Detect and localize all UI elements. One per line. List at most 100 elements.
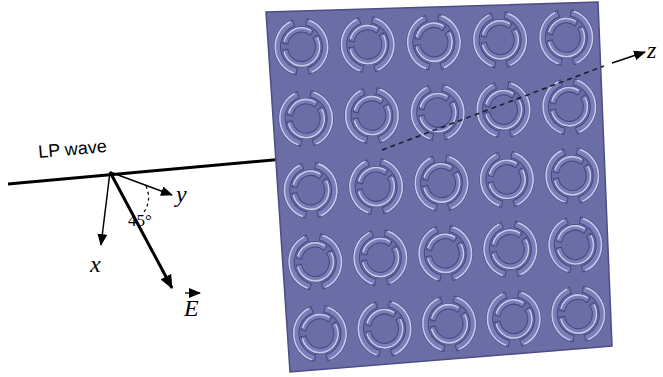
ring-highlight bbox=[482, 223, 503, 277]
ring-highlight bbox=[430, 303, 460, 318]
ring-cell bbox=[413, 154, 470, 212]
ring-cell bbox=[273, 18, 330, 76]
e-field-vector bbox=[110, 172, 172, 288]
split-ring bbox=[414, 22, 446, 40]
split-ring bbox=[559, 293, 591, 311]
ring-cell bbox=[417, 225, 474, 283]
ring-highlight bbox=[495, 298, 525, 313]
ring-highlight bbox=[348, 161, 369, 215]
ring-cell bbox=[282, 161, 339, 219]
split-ring bbox=[357, 166, 389, 184]
split-ring bbox=[282, 26, 314, 44]
ring-highlight bbox=[292, 170, 322, 185]
ring-cell bbox=[485, 290, 542, 348]
angle-label: 45° bbox=[128, 212, 152, 229]
ring-highlight bbox=[413, 157, 434, 211]
ring-highlight bbox=[423, 163, 453, 178]
split-ring bbox=[352, 95, 384, 113]
ring-highlight bbox=[356, 303, 377, 357]
ring-highlight bbox=[550, 288, 571, 342]
ring-highlight bbox=[553, 155, 583, 170]
ring-cell bbox=[287, 233, 344, 291]
ring-highlight bbox=[538, 12, 559, 66]
ring-highlight bbox=[472, 14, 493, 68]
split-ring bbox=[484, 89, 516, 107]
split-ring bbox=[426, 233, 458, 251]
ring-cell bbox=[478, 151, 535, 209]
split-ring bbox=[550, 86, 582, 104]
ring-highlight bbox=[366, 308, 396, 323]
axis-label: z bbox=[647, 38, 656, 62]
ring-highlight bbox=[426, 233, 456, 248]
ring-cell bbox=[482, 220, 539, 278]
split-ring bbox=[556, 224, 588, 242]
ring-highlight bbox=[417, 228, 438, 282]
ring-highlight bbox=[282, 164, 303, 218]
ring-highlight bbox=[481, 19, 511, 34]
ring-highlight bbox=[353, 95, 383, 110]
ring-highlight bbox=[301, 313, 331, 328]
axis-label: x bbox=[90, 252, 101, 276]
ring-highlight bbox=[479, 154, 500, 208]
ring-highlight bbox=[421, 298, 442, 352]
angle-arc bbox=[144, 186, 149, 212]
ring-cell bbox=[544, 147, 601, 205]
ring-highlight bbox=[357, 166, 387, 181]
ring-highlight bbox=[485, 293, 506, 347]
z-axis bbox=[612, 52, 645, 63]
split-ring bbox=[491, 229, 523, 247]
ring-highlight bbox=[544, 150, 565, 204]
ring-cell bbox=[421, 295, 478, 353]
ring-cell bbox=[547, 216, 604, 274]
ring-highlight bbox=[419, 92, 449, 107]
ring-highlight bbox=[292, 308, 313, 362]
ring-cell bbox=[405, 13, 462, 71]
split-ring bbox=[291, 170, 323, 188]
unit-cells bbox=[273, 9, 607, 363]
ring-cell bbox=[343, 87, 400, 145]
hidden-axis bbox=[382, 66, 604, 150]
ring-highlight bbox=[488, 159, 518, 174]
ring-cell bbox=[541, 78, 598, 136]
ring-highlight bbox=[273, 21, 294, 75]
split-ring bbox=[296, 241, 328, 259]
ring-cell bbox=[348, 158, 405, 216]
ring-highlight bbox=[352, 232, 373, 286]
split-ring bbox=[547, 17, 579, 35]
ring-highlight bbox=[547, 219, 568, 273]
ring-cell bbox=[291, 305, 348, 363]
ring-highlight bbox=[283, 26, 313, 41]
ring-highlight bbox=[556, 224, 586, 239]
split-ring bbox=[494, 298, 526, 316]
split-ring bbox=[365, 308, 397, 326]
ring-cell bbox=[472, 11, 529, 69]
split-ring bbox=[348, 24, 380, 42]
ring-highlight bbox=[278, 93, 299, 147]
axis-label: y bbox=[176, 182, 187, 206]
ring-cell bbox=[475, 81, 532, 139]
ring-cell bbox=[356, 300, 413, 358]
ring-cell bbox=[538, 9, 595, 67]
ring-highlight bbox=[344, 90, 365, 144]
vector-arrow bbox=[185, 292, 200, 293]
ring-highlight bbox=[550, 86, 580, 101]
split-ring bbox=[481, 19, 513, 37]
split-ring bbox=[287, 98, 319, 116]
ring-highlight bbox=[547, 17, 577, 32]
ring-cell bbox=[278, 90, 335, 148]
split-ring bbox=[418, 92, 450, 110]
split-ring bbox=[487, 159, 519, 177]
wave-label: LP wave bbox=[37, 137, 107, 161]
ring-highlight bbox=[361, 237, 391, 252]
split-ring bbox=[300, 313, 332, 331]
split-ring bbox=[553, 155, 585, 173]
ring-highlight bbox=[559, 294, 589, 309]
ring-cell bbox=[409, 84, 466, 142]
ring-cell bbox=[339, 16, 396, 74]
ring-highlight bbox=[287, 236, 308, 290]
split-ring bbox=[422, 162, 454, 180]
split-ring bbox=[430, 303, 462, 321]
metasurface-panel bbox=[266, 2, 612, 372]
split-ring bbox=[361, 237, 393, 255]
